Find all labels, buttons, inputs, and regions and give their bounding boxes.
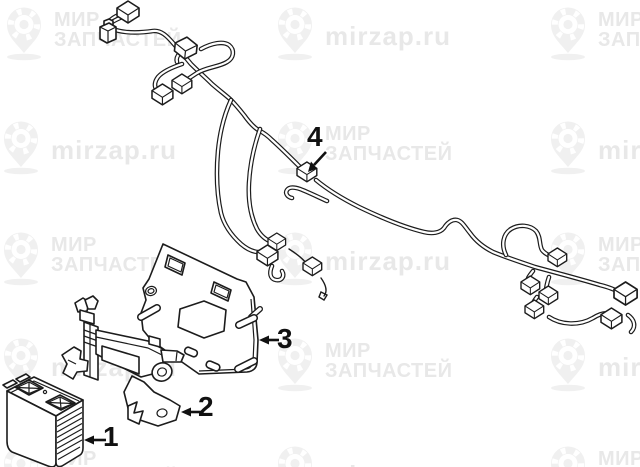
callout-number-1: 1 xyxy=(103,421,119,452)
callout-number-2: 2 xyxy=(198,391,214,422)
control-module xyxy=(2,373,84,467)
sensor-bracket xyxy=(61,295,185,427)
callout-number-3: 3 xyxy=(277,323,293,354)
harness-connectors xyxy=(99,0,638,330)
mounting-plate xyxy=(137,243,263,375)
callout-number-4: 4 xyxy=(307,121,323,152)
connector-vertical xyxy=(99,18,117,44)
mounting-bolts xyxy=(137,304,263,373)
